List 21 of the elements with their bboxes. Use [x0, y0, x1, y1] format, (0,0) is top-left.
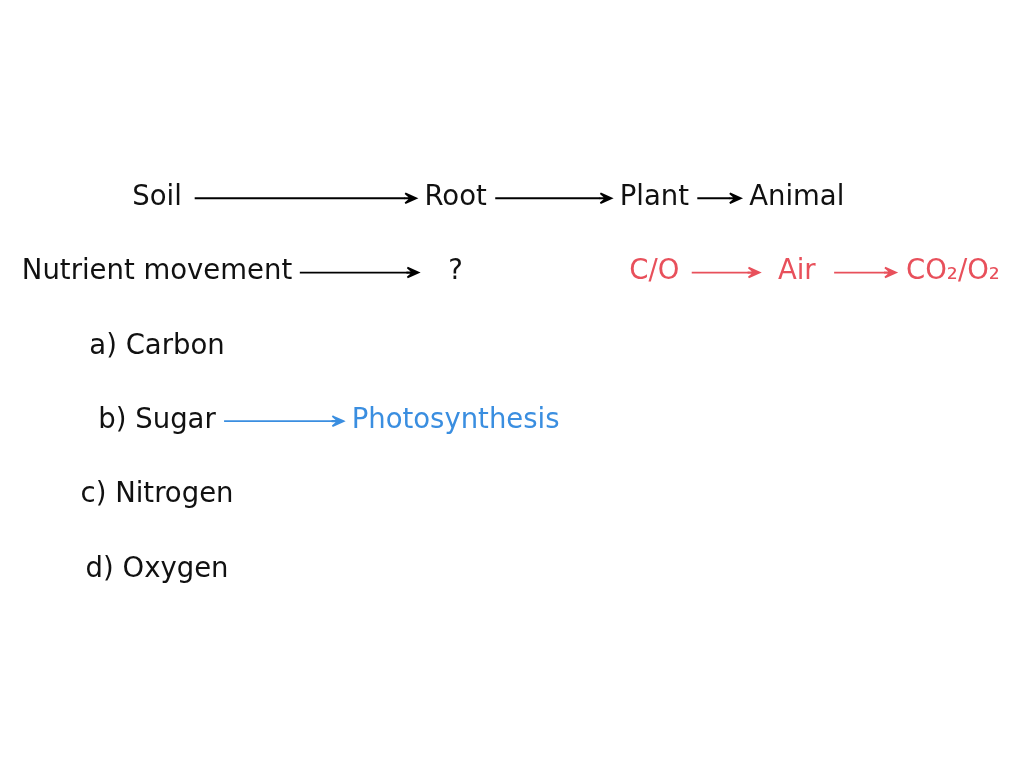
label: d) Oxygen: [85, 550, 229, 583]
node-text: Nutrient movement: [21, 253, 293, 286]
arrow: [690, 266, 761, 279]
node-text: Plant: [619, 179, 690, 212]
node-text: Photosynthesis: [351, 402, 560, 435]
arrow: [193, 192, 418, 205]
label: c) Nitrogen: [80, 476, 234, 509]
node-text: Air: [777, 253, 816, 286]
arrow: [494, 192, 613, 205]
arrow: [223, 415, 345, 427]
arrow: [696, 192, 742, 205]
node-text: b) Sugar: [98, 402, 216, 435]
node-text: Animal: [749, 179, 845, 212]
node-text: Root: [424, 179, 487, 212]
arrow: [833, 266, 897, 279]
node-text: C/O: [629, 253, 680, 286]
node-text: ?: [448, 253, 463, 286]
node-text: Soil: [132, 179, 182, 212]
label: a) Carbon: [89, 327, 225, 360]
node-text: CO₂/O₂: [906, 253, 1000, 286]
arrow: [298, 266, 420, 279]
